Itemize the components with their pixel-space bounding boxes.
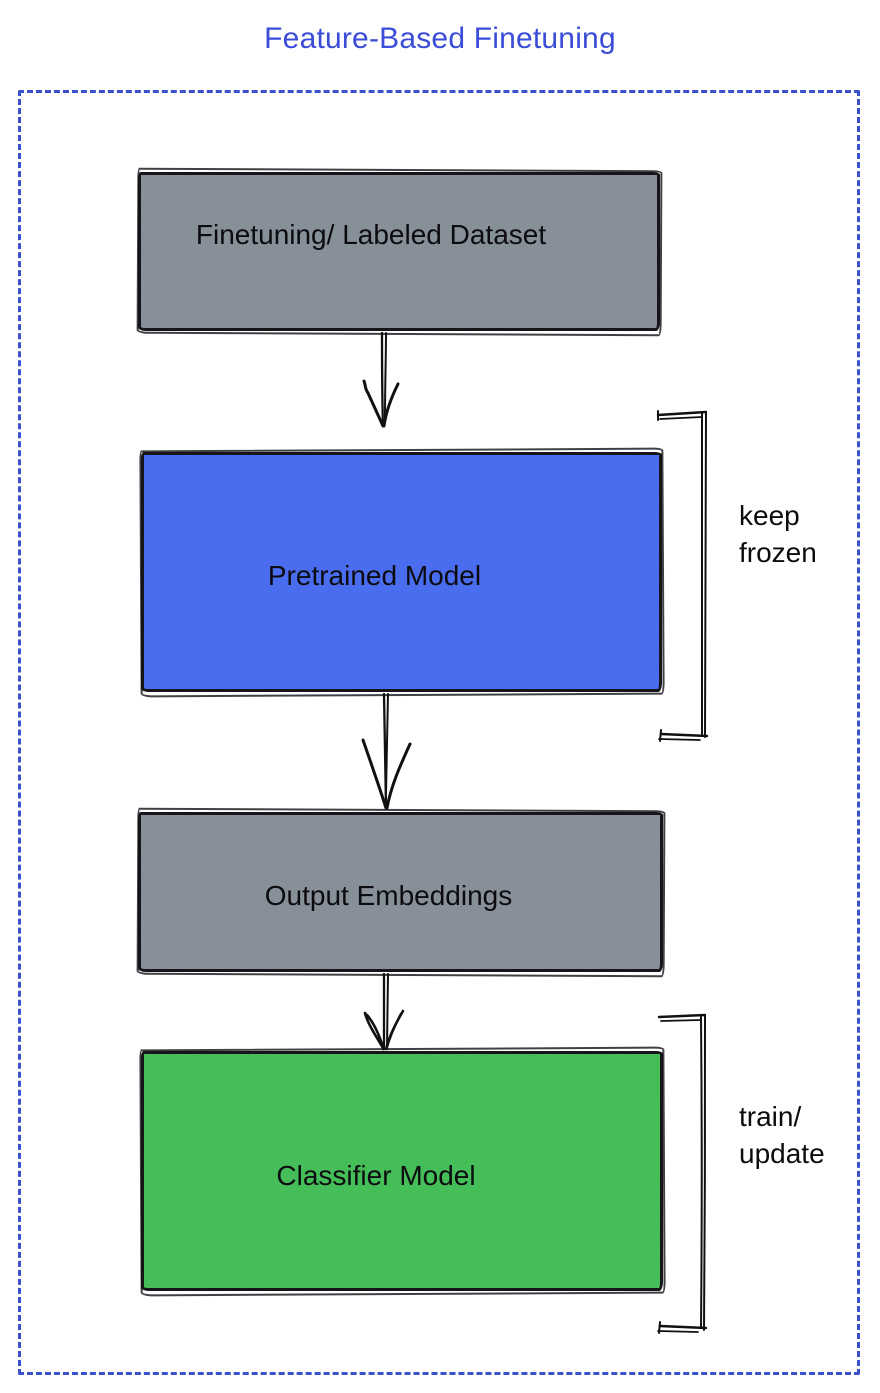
keep-frozen-line1: keep: [739, 500, 800, 531]
keep-frozen-label: keep frozen: [739, 497, 817, 571]
node-label: Finetuning/ Labeled Dataset: [195, 218, 547, 250]
down-arrow-icon-3: [363, 973, 405, 1051]
diagram-dashed-frame: [18, 90, 860, 1375]
keep-frozen-line2: frozen: [739, 537, 817, 568]
flow-node-pretrained: Pretrained Model: [141, 452, 662, 692]
node-label: Pretrained Model: [267, 560, 482, 591]
page-title: Feature-Based Finetuning: [264, 22, 616, 55]
node-label: Output Embeddings: [264, 880, 513, 911]
keep-frozen-bracket: [656, 410, 709, 742]
down-arrow-icon-2: [361, 693, 412, 810]
train-update-bracket: [657, 1013, 708, 1334]
flow-node-dataset: Finetuning/ Labeled Dataset: [138, 172, 660, 331]
down-arrow-icon-1: [362, 332, 400, 428]
train-update-line2: update: [739, 1138, 825, 1169]
flow-node-embeddings: Output Embeddings: [138, 812, 663, 972]
train-update-line1: train/: [739, 1101, 802, 1132]
node-label: Classifier Model: [276, 1160, 476, 1191]
train-update-label: train/ update: [739, 1098, 825, 1172]
flow-node-classifier: Classifier Model: [141, 1051, 663, 1291]
